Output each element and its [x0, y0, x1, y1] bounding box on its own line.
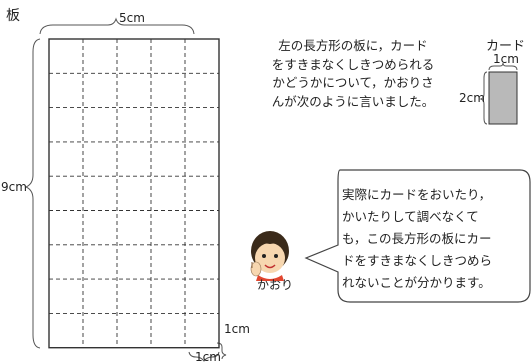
card-height-label: 2cm [459, 91, 485, 105]
card-height-brace [479, 71, 488, 125]
board-title: 板 [6, 8, 20, 24]
kaori-avatar [250, 231, 289, 281]
board-width-label: 5cm [119, 11, 145, 25]
width-brace [39, 17, 195, 35]
cell-height-bracket [216, 342, 227, 360]
cell-height-label: 1cm [224, 322, 250, 336]
speech-bubble [304, 169, 531, 303]
speech-line: も，この長方形の板にカー [342, 231, 492, 246]
speech-line: ドをすきまなくしきつめら [342, 253, 493, 268]
card-title: カード [486, 39, 526, 54]
cell-width-label: 1cm [195, 350, 221, 364]
speech-line: かいたりして調べなくて [342, 209, 479, 224]
board-grid [48, 38, 220, 349]
intro-line: んが次のように言いました。 [271, 93, 435, 109]
card-width-brace [488, 62, 518, 71]
intro-line: 左の長方形の板に，カード [278, 38, 428, 53]
speech-line: 実際にカードをおいたり， [342, 187, 492, 202]
intro-line: かどうかについて，かおりさ [272, 75, 434, 90]
card-rectangle [488, 71, 518, 125]
speaker-name: かおり [257, 278, 294, 292]
card-width-label: 1cm [493, 52, 519, 66]
board-outline [48, 38, 220, 349]
speech-text: 実際にカードをおいたり， かいたりして調べなくて も，この長方形の板にカー ドを… [342, 184, 527, 294]
speech-line: れないことが分かります。 [342, 275, 491, 290]
intro-paragraph: 左の長方形の板に，カード をすきまなくしきつめられる かどうかについて，かおりさ… [253, 37, 453, 111]
height-brace [24, 38, 41, 349]
board-height-label: 9cm [1, 180, 27, 194]
cell-width-bracket [188, 351, 220, 362]
intro-line: をすきまなくしきつめられる [271, 56, 435, 72]
